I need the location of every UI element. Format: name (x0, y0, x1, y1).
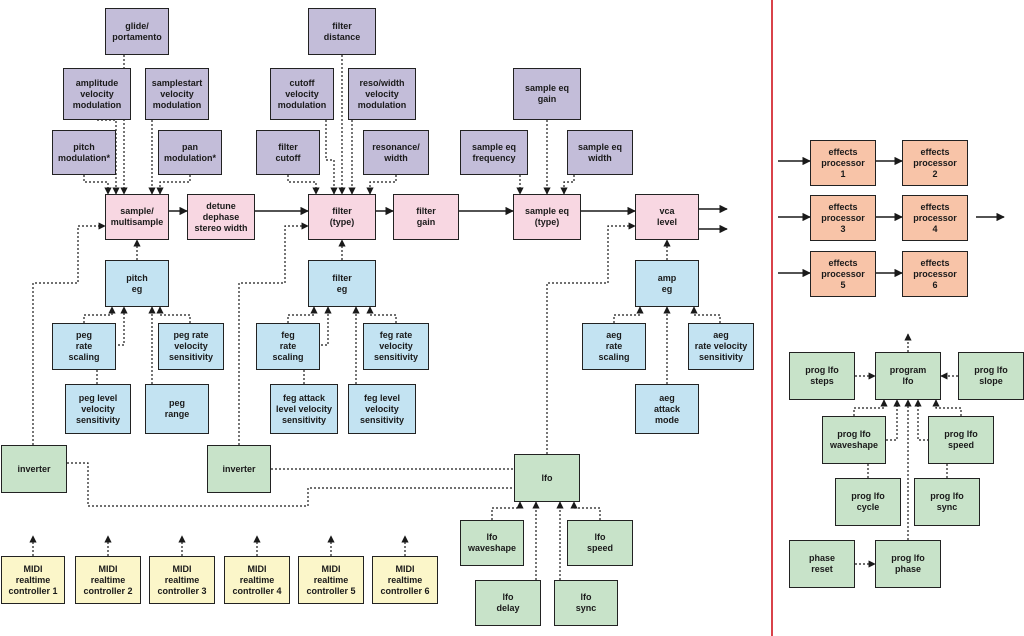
connector-37 (303, 306, 332, 384)
sample-eq-frequency-box: sample eq frequency (460, 130, 528, 175)
detune-dephase-stereo-width-box: detune dephase stereo width (187, 194, 255, 240)
prog-lfo-speed-box: prog lfo speed (928, 416, 994, 464)
peg-range-box: peg range (145, 384, 209, 434)
connector-24 (366, 175, 397, 195)
connector-19 (156, 175, 191, 195)
midi-realtime-controller-5-box: MIDI realtime controller 5 (298, 556, 364, 604)
prog-lfo-sync-box: prog lfo sync (914, 478, 980, 526)
lfo-waveshape-box: lfo waveshape (460, 520, 524, 566)
sample-multisample-box: sample/ multisample (105, 194, 169, 240)
filter-distance-box: filter distance (308, 8, 376, 55)
feg-rate-velocity-sensitivity-box: feg rate velocity sensitivity (363, 323, 429, 370)
amp-eg-box: amp eg (635, 260, 699, 307)
connector-60 (853, 399, 888, 416)
filter-eg-box: filter eg (308, 260, 376, 307)
inverter-middle-box: inverter (207, 445, 271, 493)
aeg-attack-mode-box: aeg attack mode (635, 384, 699, 434)
peg-rate-scaling-box: peg rate scaling (52, 323, 116, 370)
connector-39 (613, 306, 644, 323)
lfo-speed-box: lfo speed (567, 520, 633, 566)
connector-48 (570, 501, 601, 520)
connector-16 (97, 119, 120, 195)
connector-43 (238, 222, 309, 445)
feg-level-velocity-sensitivity-box: feg level velocity sensitivity (348, 384, 416, 434)
connector-32 (156, 306, 191, 323)
section-divider (771, 0, 773, 636)
lfo-sync-box: lfo sync (554, 580, 618, 626)
cutoff-velocity-modulation-box: cutoff velocity modulation (270, 68, 334, 120)
inverter-left-box: inverter (1, 445, 67, 493)
effects-processor-2-box: effects processor 2 (902, 140, 968, 186)
connector-31 (83, 306, 116, 323)
connector-45 (67, 462, 514, 507)
connector-27 (560, 175, 575, 195)
effects-processor-3-box: effects processor 3 (810, 195, 876, 241)
peg-level-velocity-sensitivity-box: peg level velocity sensitivity (65, 384, 131, 434)
connector-18 (83, 175, 112, 195)
pitch-modulation-box: pitch modulation* (52, 130, 116, 175)
pan-modulation-box: pan modulation* (158, 130, 222, 175)
connector-42 (32, 222, 106, 445)
filter-gain-box: filter gain (393, 194, 459, 240)
feg-attack-level-velocity-sensitivity-box: feg attack level velocity sensitivity (270, 384, 338, 434)
aeg-rate-velocity-sensitivity-box: aeg rate velocity sensitivity (688, 323, 754, 370)
vca-level-box: vca level (635, 194, 699, 240)
sample-eq-type-box: sample eq (type) (513, 194, 581, 240)
filter-cutoff-box: filter cutoff (256, 130, 320, 175)
connector-61 (932, 399, 962, 416)
effects-processor-6-box: effects processor 6 (902, 251, 968, 297)
aeg-rate-scaling-box: aeg rate scaling (582, 323, 646, 370)
peg-rate-velocity-sensitivity-box: peg rate velocity sensitivity (158, 323, 224, 370)
prog-lfo-slope-box: prog lfo slope (958, 352, 1024, 400)
effects-processor-4-box: effects processor 4 (902, 195, 968, 241)
program-lfo-box: program lfo (875, 352, 941, 400)
connector-47 (491, 501, 524, 520)
effects-processor-5-box: effects processor 5 (810, 251, 876, 297)
lfo-box: lfo (514, 454, 580, 502)
prog-lfo-phase-box: prog lfo phase (875, 540, 941, 588)
midi-realtime-controller-3-box: MIDI realtime controller 3 (149, 556, 215, 604)
phase-reset-box: phase reset (789, 540, 855, 588)
glide-portamento-box: glide/ portamento (105, 8, 169, 55)
sample-eq-width-box: sample eq width (567, 130, 633, 175)
midi-realtime-controller-4-box: MIDI realtime controller 4 (224, 556, 290, 604)
feg-rate-scaling-box: feg rate scaling (256, 323, 320, 370)
connector-21 (325, 120, 338, 195)
midi-realtime-controller-6-box: MIDI realtime controller 6 (372, 556, 438, 604)
prog-lfo-waveshape-box: prog lfo waveshape (822, 416, 886, 464)
pitch-eg-box: pitch eg (105, 260, 169, 307)
connector-35 (287, 306, 318, 323)
resonance-width-box: resonance/ width (363, 130, 429, 175)
midi-realtime-controller-1-box: MIDI realtime controller 1 (1, 556, 65, 604)
connector-23 (287, 175, 320, 195)
sample-eq-gain-box: sample eq gain (513, 68, 581, 120)
connector-36 (366, 306, 397, 323)
connector-44 (546, 222, 636, 454)
prog-lfo-steps-box: prog lfo steps (789, 352, 855, 400)
connector-40 (690, 306, 721, 323)
reso-width-velocity-modulation-box: reso/width velocity modulation (348, 68, 416, 120)
midi-realtime-controller-2-box: MIDI realtime controller 2 (75, 556, 141, 604)
filter-type-box: filter (type) (308, 194, 376, 240)
prog-lfo-cycle-box: prog lfo cycle (835, 478, 901, 526)
effects-processor-1-box: effects processor 1 (810, 140, 876, 186)
samplestart-velocity-modulation-box: samplestart velocity modulation (145, 68, 209, 120)
amplitude-velocity-modulation-box: amplitude velocity modulation (63, 68, 131, 120)
lfo-delay-box: lfo delay (475, 580, 541, 626)
